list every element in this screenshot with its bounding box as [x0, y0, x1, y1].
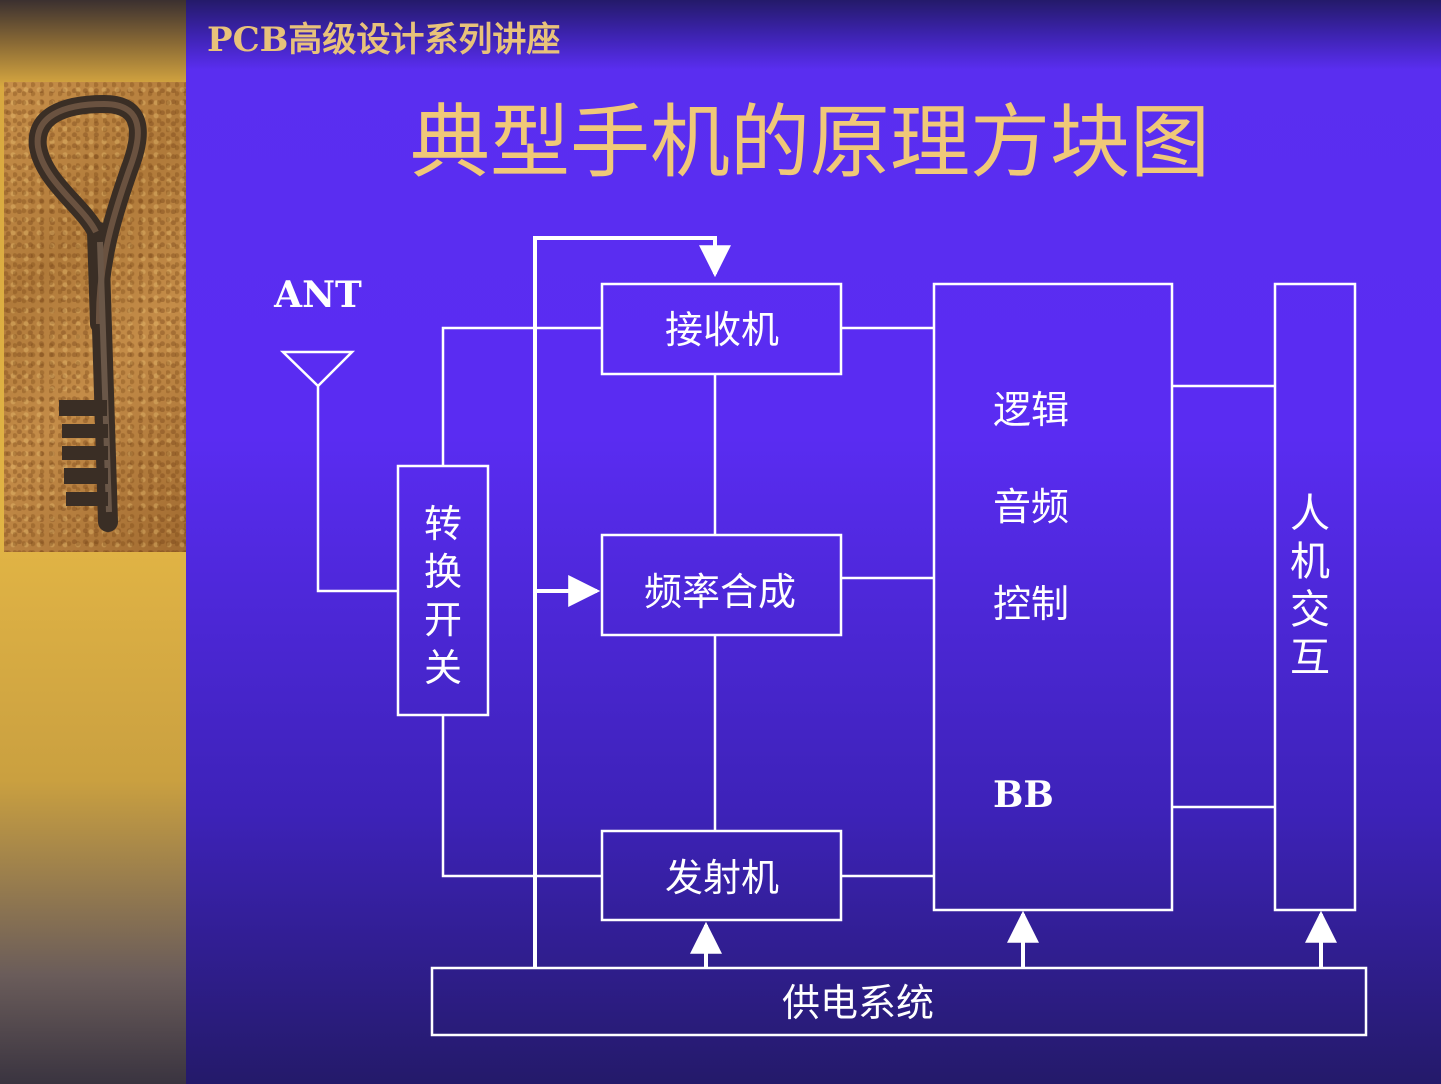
switch-label-line-3: 开	[424, 598, 462, 642]
power-to-receiver-line	[533, 236, 731, 968]
hmi-label-line-3: 交	[1290, 587, 1330, 633]
power-label: 供电系统	[782, 981, 934, 1025]
switch-to-transmitter-line	[441, 715, 602, 878]
receiver-label: 接收机	[665, 308, 779, 352]
baseband-block	[932, 282, 1174, 912]
power-block	[430, 966, 1368, 1037]
baseband-label-control: 控制	[993, 582, 1069, 626]
baseband-label-audio: 音频	[993, 485, 1069, 529]
series-title: PCB高级设计系列讲座	[207, 20, 561, 60]
key-image	[4, 82, 186, 552]
transmitter-label: 发射机	[665, 856, 779, 900]
switch-label-line-2: 换	[424, 550, 462, 594]
header-shade	[186, 0, 1441, 70]
hmi-label-line-2: 机	[1290, 539, 1330, 585]
slide-title: 典型手机的原理方块图	[410, 96, 1210, 189]
antenna-icon	[279, 350, 398, 593]
synthesizer-label: 频率合成	[644, 570, 796, 614]
hmi-block	[1273, 282, 1357, 912]
hmi-label-line-4: 互	[1290, 635, 1330, 681]
synthesizer-block	[600, 533, 843, 637]
baseband-label-bb: BB	[993, 774, 1054, 816]
antenna-label: ANT	[273, 274, 362, 316]
baseband-label-logic: 逻辑	[993, 388, 1069, 432]
switch-label-line-4: 关	[424, 646, 462, 690]
switch-to-receiver-line	[441, 326, 602, 466]
hmi-label-line-1: 人	[1290, 491, 1330, 537]
switch-label-line-1: 转	[424, 502, 462, 546]
